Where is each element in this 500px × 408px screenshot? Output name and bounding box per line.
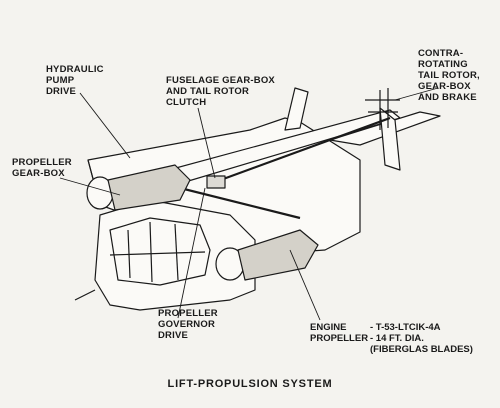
leader-hydraulic	[79, 92, 131, 159]
leader-propeller-gearbox	[59, 177, 121, 196]
vertical-fin-left	[284, 87, 309, 131]
fuselage-gearbox	[206, 175, 226, 189]
label-tail-rotor: CONTRA- ROTATING TAIL ROTOR, GEAR-BOX AN…	[418, 48, 480, 103]
vertical-fin-right	[379, 107, 401, 171]
left-engine-nacelle	[107, 164, 191, 211]
leader-engine	[289, 249, 321, 321]
label-propeller-governor-drive: PROPELLER GOVERNOR DRIVE	[158, 308, 218, 341]
spec-values: - T-53-LTCIK-4A - 14 FT. DIA. (FIBERGLAS…	[370, 322, 473, 355]
leader-tail-rotor	[394, 87, 439, 101]
cockpit-frame	[109, 217, 211, 286]
nose-probe	[74, 289, 96, 301]
label-fuselage-gearbox: FUSELAGE GEAR-BOX AND TAIL ROTOR CLUTCH	[166, 75, 275, 108]
diagram-caption: LIFT-PROPULSION SYSTEM	[167, 378, 333, 390]
label-propeller-gearbox: PROPELLER GEAR-BOX	[12, 157, 72, 179]
right-engine-nacelle	[237, 229, 319, 281]
leader-governor	[177, 187, 206, 319]
spec-names: ENGINE PROPELLER	[310, 322, 369, 344]
drive-shaft-tail	[214, 116, 391, 184]
label-hydraulic-pump-drive: HYDRAULIC PUMP DRIVE	[46, 64, 104, 97]
leader-fuselage-gearbox	[197, 107, 216, 179]
tail-rotor	[365, 88, 400, 130]
